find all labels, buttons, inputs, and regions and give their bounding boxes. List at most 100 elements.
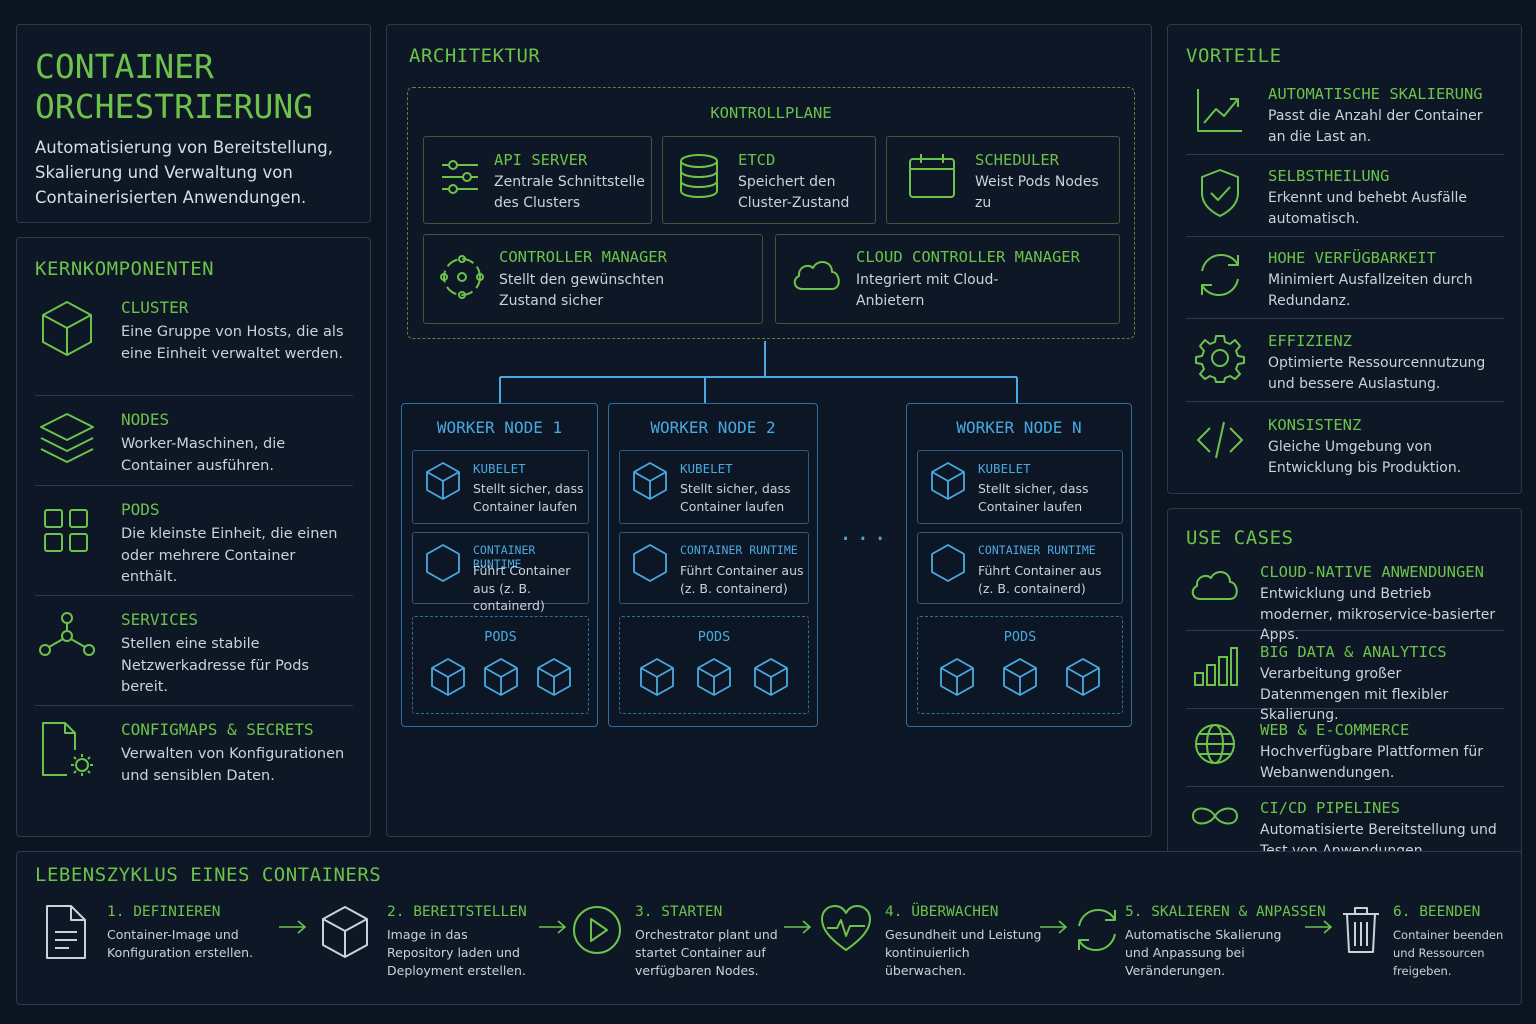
use-cases-title: USE CASES <box>1186 527 1294 549</box>
usecase-desc: Hochverfügbare Plattformen für Webanwend… <box>1260 744 1484 781</box>
chart-up-icon <box>1194 85 1246 137</box>
control-plane-title: KONTROLLPLANE <box>710 104 832 122</box>
benefit-name: KONSISTENZ <box>1268 416 1362 434</box>
sliders-icon <box>438 151 482 201</box>
pod-cube-icon <box>483 658 518 696</box>
component-desc: Stellen eine stabile Netzwerkadresse für… <box>121 636 309 695</box>
step-name: 1. DEFINIEREN <box>107 904 221 920</box>
runtime-desc: Führt Container aus (z. B. containerd) <box>978 563 1102 596</box>
kubelet-box: KUBELET Stellt sicher, dass Container la… <box>412 450 589 524</box>
arrow-right-icon <box>1305 920 1333 934</box>
step-name: 5. SKALIEREN & ANPASSEN <box>1125 904 1326 920</box>
component-desc: Eine Gruppe von Hosts, die als eine Einh… <box>121 324 344 362</box>
benefit-name: SELBSTHEILUNG <box>1268 167 1390 185</box>
benefit-high-availability: HOHE VERFÜGBARKEIT Minimiert Ausfallzeit… <box>1186 249 1504 319</box>
runtime-desc: Führt Container aus (z. B. containerd) <box>680 563 804 596</box>
runtime-name: CONTAINER RUNTIME <box>473 543 536 571</box>
code-icon <box>1194 416 1246 468</box>
scheduler-box: SCHEDULER Weist Pods Nodes zu <box>886 136 1120 224</box>
component-desc: Speichert den Cluster-Zustand <box>738 174 850 211</box>
lifecycle-panel: LEBENSZYKLUS EINES CONTAINERS 1. DEFINIE… <box>16 851 1522 1005</box>
refresh-icon <box>1194 249 1246 301</box>
component-name: SERVICES <box>121 610 199 629</box>
component-configmaps: CONFIGMAPS & SECRETS Verwalten von Konfi… <box>35 720 353 800</box>
page-title: CONTAINER ORCHESTRIERUNG <box>35 47 314 126</box>
architecture-title: ARCHITEKTUR <box>409 45 541 67</box>
kubelet-desc: Stellt sicher, dass Container laufen <box>473 481 584 514</box>
kubelet-desc: Stellt sicher, dass Container laufen <box>978 481 1089 514</box>
component-desc: Verwalten von Konfigurationen und sensib… <box>121 746 345 784</box>
component-name: CONTROLLER MANAGER <box>499 248 667 266</box>
step-desc: Image in das Repository laden und Deploy… <box>387 927 526 978</box>
hexagon-icon <box>632 543 668 583</box>
kubelet-desc: Stellt sicher, dass Container laufen <box>680 481 791 514</box>
hexagon-icon <box>930 543 966 583</box>
usecase-name: CLOUD-NATIVE ANWENDUNGEN <box>1260 563 1484 581</box>
kubelet-box: KUBELET Stellt sicher, dass Container la… <box>917 450 1123 524</box>
worker-node-n: WORKER NODE N KUBELET Stellt sicher, das… <box>906 403 1132 727</box>
pods-label: PODS <box>1003 629 1037 645</box>
step-desc: Orchestrator plant und startet Container… <box>635 927 778 978</box>
component-nodes: NODES Worker-Maschinen, die Container au… <box>35 410 353 486</box>
gear-icon <box>1194 332 1246 384</box>
usecase-big-data: BIG DATA & ANALYTICS Verarbeitung großer… <box>1186 643 1504 723</box>
benefit-self-healing: SELBSTHEILUNG Erkennt und behebt Ausfäll… <box>1186 167 1504 237</box>
page-subtitle: Automatisierung von Bereitstellung, Skal… <box>35 138 333 207</box>
step-name: 3. STARTEN <box>635 904 723 920</box>
cube-icon <box>632 461 668 501</box>
benefit-desc: Passt die Anzahl der Container an die La… <box>1268 108 1483 145</box>
cube-icon <box>319 904 371 960</box>
kubelet-name: KUBELET <box>473 461 526 476</box>
target-icon <box>438 253 484 303</box>
config-file-icon <box>37 720 97 780</box>
pod-cube-icon <box>1003 658 1037 696</box>
shield-check-icon <box>1194 167 1246 219</box>
usecase-desc: Verarbeitung großer Datenmengen mit flex… <box>1260 666 1449 723</box>
pod-cube-icon <box>1065 658 1100 696</box>
more-nodes-ellipsis: ... <box>839 521 891 546</box>
component-pods: PODS Die kleinste Einheit, die einen ode… <box>35 500 353 596</box>
component-cluster: CLUSTER Eine Gruppe von Hosts, die als e… <box>35 298 353 396</box>
database-icon <box>677 151 721 201</box>
worker-node-title: WORKER NODE 2 <box>650 418 776 437</box>
kubelet-name: KUBELET <box>680 461 733 476</box>
benefit-desc: Minimiert Ausfallzeiten durch Redundanz. <box>1268 272 1473 309</box>
component-desc: Weist Pods Nodes zu <box>975 174 1099 211</box>
connector-lines <box>499 341 1018 405</box>
pod-cube-icon <box>536 658 571 696</box>
pod-cube-icon <box>697 658 731 696</box>
cloud-controller-manager-box: CLOUD CONTROLLER MANAGER Integriert mit … <box>775 234 1120 324</box>
architecture-panel: ARCHITEKTUR KONTROLLPLANE API SERVER Zen… <box>386 24 1152 837</box>
usecase-cicd: CI/CD PIPELINES Automatisierte Bereitste… <box>1186 799 1504 859</box>
pod-cube-icon <box>639 658 674 696</box>
kubelet-box: KUBELET Stellt sicher, dass Container la… <box>619 450 809 524</box>
benefit-auto-scaling: AUTOMATISCHE SKALIERUNG Passt die Anzahl… <box>1186 85 1504 155</box>
worker-node-2: WORKER NODE 2 KUBELET Stellt sicher, das… <box>608 403 818 727</box>
kubelet-name: KUBELET <box>978 461 1031 476</box>
container-runtime-box: CONTAINER RUNTIME Führt Container aus (z… <box>412 532 589 613</box>
component-services: SERVICES Stellen eine stabile Netzwerkad… <box>35 610 353 706</box>
runtime-name: CONTAINER RUNTIME <box>978 543 1096 557</box>
worker-node-title: WORKER NODE N <box>956 418 1082 437</box>
runtime-name: CONTAINER RUNTIME <box>680 543 798 557</box>
usecase-cloud-native: CLOUD-NATIVE ANWENDUNGEN Entwicklung und… <box>1186 563 1504 643</box>
step-desc: Container-Image und Konfiguration erstel… <box>107 927 254 960</box>
component-name: PODS <box>121 500 160 519</box>
pod-cube-icon <box>430 658 465 696</box>
component-desc: Integriert mit Cloud-Anbietern <box>856 272 999 309</box>
component-desc: Die kleinste Einheit, die einen oder meh… <box>121 526 338 585</box>
arrow-right-icon <box>539 920 567 934</box>
cloud-icon <box>790 255 844 305</box>
container-runtime-box: CONTAINER RUNTIME Führt Container aus (z… <box>917 532 1123 604</box>
arrow-right-icon <box>1040 920 1068 934</box>
benefit-desc: Optimierte Ressourcennutzung und bessere… <box>1268 355 1486 392</box>
arrow-right-icon <box>279 920 307 934</box>
benefits-title: VORTEILE <box>1186 45 1282 67</box>
arrow-right-icon <box>784 920 812 934</box>
pods-box: PODS <box>917 616 1123 714</box>
trash-icon <box>1339 904 1383 960</box>
usecase-name: CI/CD PIPELINES <box>1260 799 1400 817</box>
component-desc: Stellt den gewünschten Zustand sicher <box>499 272 665 309</box>
infinity-icon <box>1188 801 1240 853</box>
benefit-desc: Erkennt und behebt Ausfälle automatisch. <box>1268 190 1468 227</box>
